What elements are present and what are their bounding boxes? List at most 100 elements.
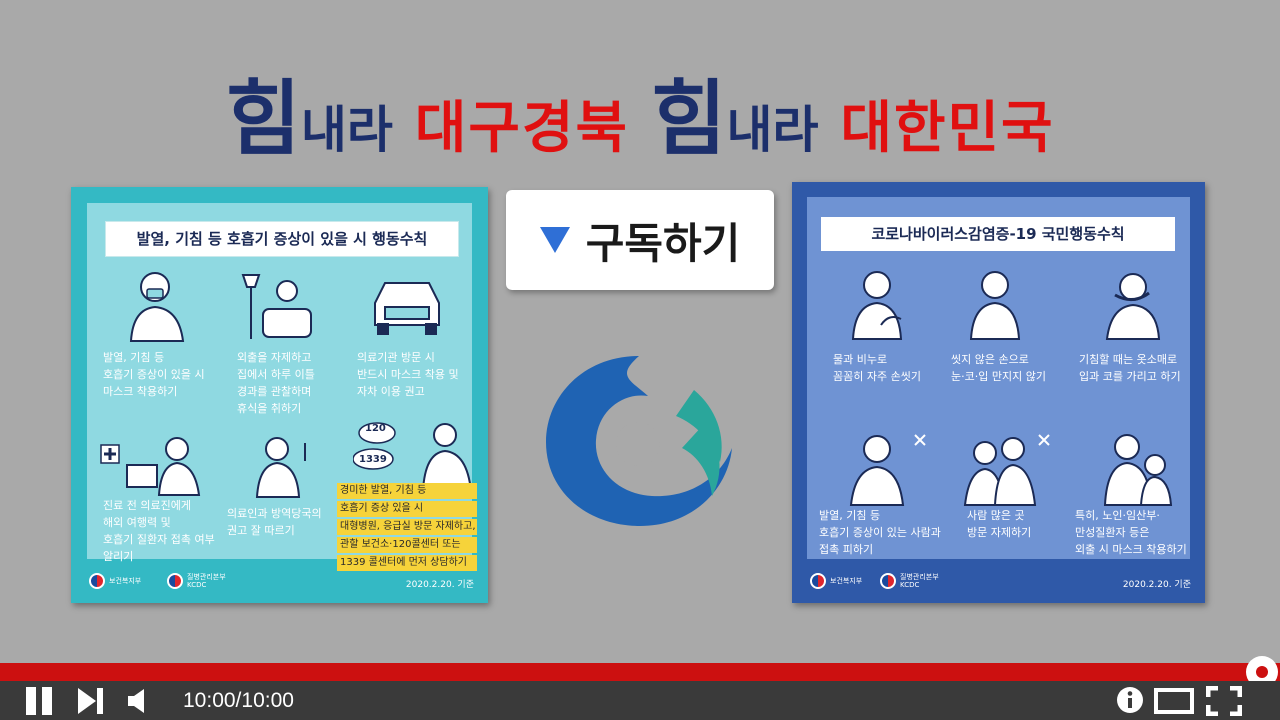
time-display: 10:00/10:00 <box>183 689 294 712</box>
phone-call-illustration <box>353 422 473 492</box>
right-poster-title: 코로나바이러스감염증-19 국민행동수칙 <box>821 217 1175 251</box>
notice-line: 호흡기 증상 있을 시 <box>337 501 477 517</box>
left-item-3: 의료기관 방문 시 반드시 마스크 착용 및 자차 이용 권고 <box>357 349 477 400</box>
caption-line: 의료인과 방역당국의 <box>227 507 322 520</box>
left-poster: 발열, 기침 등 호흡기 증상이 있을 시 행동수칙 <box>71 187 488 603</box>
right-item-5: 사람 많은 곳 방문 자제하기 <box>967 507 1087 541</box>
caption-line: 의료기관 방문 시 <box>357 351 435 364</box>
cough-etiquette-illustration <box>1105 273 1161 340</box>
avoid-crowds-illustration <box>963 434 1050 506</box>
caption-line: 물과 비누로 <box>833 353 888 366</box>
info-icon[interactable] <box>1116 686 1144 714</box>
caption-line: 방문 자제하기 <box>967 526 1032 539</box>
caption-line: 외출 시 마스크 착용하기 <box>1075 543 1187 556</box>
headline-daegu: 대구경북 <box>414 96 629 161</box>
avoid-contact-illustration <box>849 434 926 506</box>
notice-line: 1339 콜센터에 먼저 상담하기 <box>337 555 477 571</box>
caption-line: 휴식을 취하기 <box>237 402 302 415</box>
car-illustration <box>374 282 440 335</box>
caption-line: 반드시 마스크 착용 및 <box>357 368 459 381</box>
doctor-desk-illustration <box>100 437 201 496</box>
caption-line: 특히, 노인·임산부· <box>1075 509 1160 522</box>
caption-line: 자차 이용 권고 <box>357 385 425 398</box>
theater-icon[interactable] <box>1154 688 1194 714</box>
notice-line: 관할 보건소·120콜센터 또는 <box>337 537 477 553</box>
caption-line: 외출을 자제하고 <box>237 351 312 364</box>
caption-line: 집에서 하루 이틀 <box>237 368 315 381</box>
right-item-4: 발열, 기침 등 호흡기 증상이 있는 사람과 접촉 피하기 <box>819 507 941 558</box>
caption-line: 호흡기 증상이 있을 시 <box>103 368 205 381</box>
right-poster: 코로나바이러스감염증-19 국민행동수칙 <box>792 182 1205 603</box>
org-name: 보건복지부 <box>109 577 142 585</box>
org-name: 보건복지부 <box>830 577 863 585</box>
progress-bar[interactable] <box>0 663 1280 681</box>
org-name-en: KCDC <box>900 581 920 589</box>
kcdc-swirl-logo <box>546 356 732 526</box>
org-name: 질병관리본부 <box>900 573 939 581</box>
caption-line: 호흡기 질환자 접촉 여부 <box>103 533 215 546</box>
down-triangle-icon <box>539 227 570 253</box>
poster-date: 2020.2.20. 기준 <box>405 580 474 590</box>
caption-line: 권고 잘 따르기 <box>227 524 295 537</box>
player-controls <box>0 681 1280 720</box>
right-item-3: 기침할 때는 옷소매로 입과 코를 가리고 하기 <box>1079 351 1199 385</box>
headline-naera-2: 내라 <box>726 101 819 159</box>
headline-him-2: 힘 <box>651 72 727 167</box>
caption-line: 해외 여행력 및 <box>103 516 171 529</box>
taegeuk-emblem-icon <box>167 573 183 589</box>
caption-line: 입과 코를 가리고 하기 <box>1079 370 1181 383</box>
caption-line: 눈·코·입 만지지 않기 <box>951 370 1046 383</box>
notice-line: 경미한 발열, 기침 등 <box>337 483 477 499</box>
caption-line: 마스크 착용하기 <box>103 385 178 398</box>
caption-line: 만성질환자 등은 <box>1075 526 1150 539</box>
caption-line: 꼼꼼히 자주 손씻기 <box>833 370 921 383</box>
headline-him-1: 힘 <box>225 72 301 167</box>
left-item-4: 진료 전 의료진에게 해외 여행력 및 호흡기 질환자 접촉 여부 알리기 <box>103 497 223 565</box>
left-poster-title: 발열, 기침 등 호흡기 증상이 있을 시 행동수칙 <box>105 221 459 257</box>
right-item-2: 씻지 않은 손으로 눈·코·입 만지지 않기 <box>951 351 1071 385</box>
bubble-1339: 1339 <box>359 454 387 465</box>
person-coughing-illustration <box>129 272 185 342</box>
hand-washing-illustration <box>851 271 903 340</box>
left-item-2: 외출을 자제하고 집에서 하루 이틀 경과를 관찰하며 휴식을 취하기 <box>237 349 357 417</box>
taegeuk-emblem-icon <box>89 573 105 589</box>
caption-line: 호흡기 증상이 있는 사람과 <box>819 526 941 539</box>
pause-icon[interactable] <box>24 685 56 717</box>
caption-line: 진료 전 의료진에게 <box>103 499 191 512</box>
left-item-1: 발열, 기침 등 호흡기 증상이 있을 시 마스크 착용하기 <box>103 349 223 400</box>
volume-icon[interactable] <box>126 688 150 714</box>
notice-box: 경미한 발열, 기침 등 호흡기 증상 있을 시 대형병원, 응급실 방문 자제… <box>337 483 477 573</box>
left-item-5: 의료인과 방역당국의 권고 잘 따르기 <box>227 505 347 539</box>
taegeuk-emblem-icon <box>810 573 826 589</box>
caption-line: 알리기 <box>103 550 134 563</box>
mohw-logo: 보건복지부 <box>810 573 862 589</box>
next-icon[interactable] <box>76 686 106 716</box>
org-name: 질병관리본부 <box>187 573 226 581</box>
taegeuk-emblem-icon <box>880 573 896 589</box>
elderly-mask-illustration <box>1103 434 1173 506</box>
caption-line: 경과를 관찰하며 <box>237 385 312 398</box>
right-poster-panel: 코로나바이러스감염증-19 국민행동수칙 <box>807 197 1190 559</box>
left-poster-panel: 발열, 기침 등 호흡기 증상이 있을 시 행동수칙 <box>87 203 477 571</box>
right-item-6: 특히, 노인·임산부· 만성질환자 등은 외출 시 마스크 착용하기 <box>1075 507 1195 558</box>
poster-date: 2020.2.20. 기준 <box>1122 580 1191 590</box>
person-resting-illustration <box>241 274 312 339</box>
right-item-1: 물과 비누로 꼼꼼히 자주 손씻기 <box>833 351 953 385</box>
notice-line: 대형병원, 응급실 방문 자제하고, <box>337 519 477 535</box>
doctor-illustration <box>255 437 306 498</box>
subscribe-button[interactable]: 구독하기 <box>506 190 774 290</box>
caption-line: 발열, 기침 등 <box>103 351 165 364</box>
mohw-logo: 보건복지부 <box>89 573 141 589</box>
caption-line: 기침할 때는 옷소매로 <box>1079 353 1178 366</box>
bubble-120: 120 <box>365 423 386 434</box>
touching-face-illustration <box>969 271 1021 340</box>
caption-line: 접촉 피하기 <box>819 543 874 556</box>
headline-korea: 대한민국 <box>840 96 1055 161</box>
caption-line: 발열, 기침 등 <box>819 509 881 522</box>
fullscreen-icon[interactable] <box>1206 686 1242 716</box>
